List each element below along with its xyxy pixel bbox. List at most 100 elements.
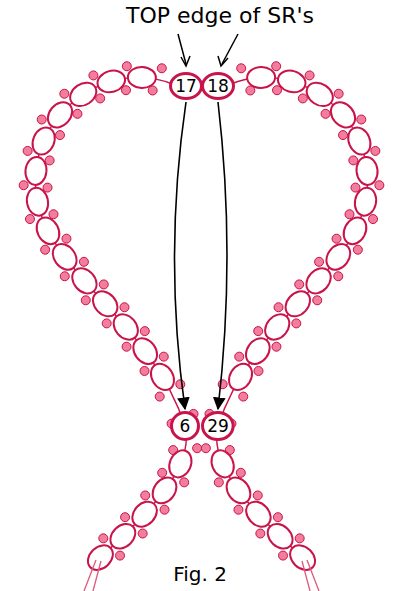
tatted-ring xyxy=(128,66,157,88)
picot xyxy=(235,352,244,361)
picot xyxy=(274,303,283,312)
picot xyxy=(141,491,150,500)
tatted-ring xyxy=(24,156,48,186)
picot xyxy=(73,109,82,118)
tatted-ring xyxy=(207,447,237,481)
picot xyxy=(102,319,111,328)
picot xyxy=(55,131,64,140)
picot xyxy=(116,551,125,560)
picot xyxy=(214,478,223,487)
picot xyxy=(121,513,130,522)
picot xyxy=(369,215,378,224)
picot xyxy=(375,181,384,190)
tatted-ring xyxy=(285,540,320,575)
picot xyxy=(62,234,71,243)
picot xyxy=(193,444,202,453)
picot xyxy=(272,62,281,71)
numbered-ring: 18 xyxy=(201,72,235,100)
picot xyxy=(45,156,54,165)
tatted-ring xyxy=(28,124,58,158)
tatted-ring xyxy=(355,156,379,186)
picot xyxy=(41,245,50,254)
picot xyxy=(140,327,149,336)
picot xyxy=(19,181,28,190)
picot xyxy=(122,342,131,351)
numbered-ring: 6 xyxy=(170,411,200,441)
picot xyxy=(339,131,348,140)
picot xyxy=(357,115,366,124)
picot xyxy=(120,303,129,312)
picot xyxy=(313,296,322,305)
picot xyxy=(321,109,330,118)
tatted-ring xyxy=(146,359,178,394)
picot xyxy=(89,71,98,80)
picot xyxy=(79,257,88,266)
chain-thread xyxy=(217,77,368,558)
ring-number: 18 xyxy=(207,78,229,95)
picot xyxy=(292,319,301,328)
ring-number: 29 xyxy=(207,418,229,435)
picot xyxy=(176,380,185,389)
picot xyxy=(334,272,343,281)
picot xyxy=(155,392,164,401)
picot xyxy=(60,272,69,281)
picot xyxy=(81,296,90,305)
picot xyxy=(315,257,324,266)
picot xyxy=(256,529,265,538)
picot xyxy=(140,366,149,375)
tatted-ring xyxy=(224,359,256,394)
picot xyxy=(99,280,108,289)
picot xyxy=(295,280,304,289)
picot xyxy=(201,444,210,453)
picot xyxy=(254,327,263,336)
ring-number: 6 xyxy=(180,418,191,435)
tatted-ring xyxy=(32,214,64,249)
tatted-ring xyxy=(247,66,276,88)
picot xyxy=(138,529,147,538)
tatted-ring xyxy=(165,447,195,481)
chain-thread xyxy=(35,77,186,558)
tatted-ring xyxy=(95,67,128,95)
picot xyxy=(122,62,131,71)
picot xyxy=(218,380,227,389)
picot xyxy=(96,94,105,103)
picot xyxy=(49,210,58,219)
picot xyxy=(158,468,167,477)
picot xyxy=(99,534,108,543)
picot xyxy=(345,210,354,219)
tatted-ring xyxy=(24,186,50,218)
picot xyxy=(295,534,304,543)
picot xyxy=(23,146,32,155)
picot xyxy=(234,505,243,514)
move-arrow xyxy=(218,102,227,409)
tatted-ring xyxy=(83,540,118,575)
picot xyxy=(239,392,248,401)
picot xyxy=(371,146,380,155)
picot xyxy=(278,551,287,560)
picot xyxy=(332,234,341,243)
picot xyxy=(254,366,263,375)
ring-number: 17 xyxy=(175,78,197,95)
annotation: TOP edge of SR's xyxy=(126,4,314,28)
picot xyxy=(60,89,69,98)
tatted-ring xyxy=(339,214,371,249)
picot xyxy=(157,64,166,73)
numbered-ring: 29 xyxy=(201,411,235,441)
figure-caption: Fig. 2 xyxy=(173,563,227,585)
picot xyxy=(237,64,246,73)
picot xyxy=(159,352,168,361)
picot xyxy=(236,468,245,477)
move-arrow xyxy=(174,102,186,409)
picot xyxy=(334,89,343,98)
picot xyxy=(180,478,189,487)
tatted-ring xyxy=(275,67,308,95)
picot xyxy=(25,215,34,224)
numbered-ring: 17 xyxy=(169,72,203,100)
picot xyxy=(349,156,358,165)
picot xyxy=(305,71,314,80)
tatted-ring xyxy=(352,186,378,218)
tatted-ring xyxy=(344,124,374,158)
picot xyxy=(273,513,282,522)
picot xyxy=(37,115,46,124)
leader-line xyxy=(178,34,238,66)
